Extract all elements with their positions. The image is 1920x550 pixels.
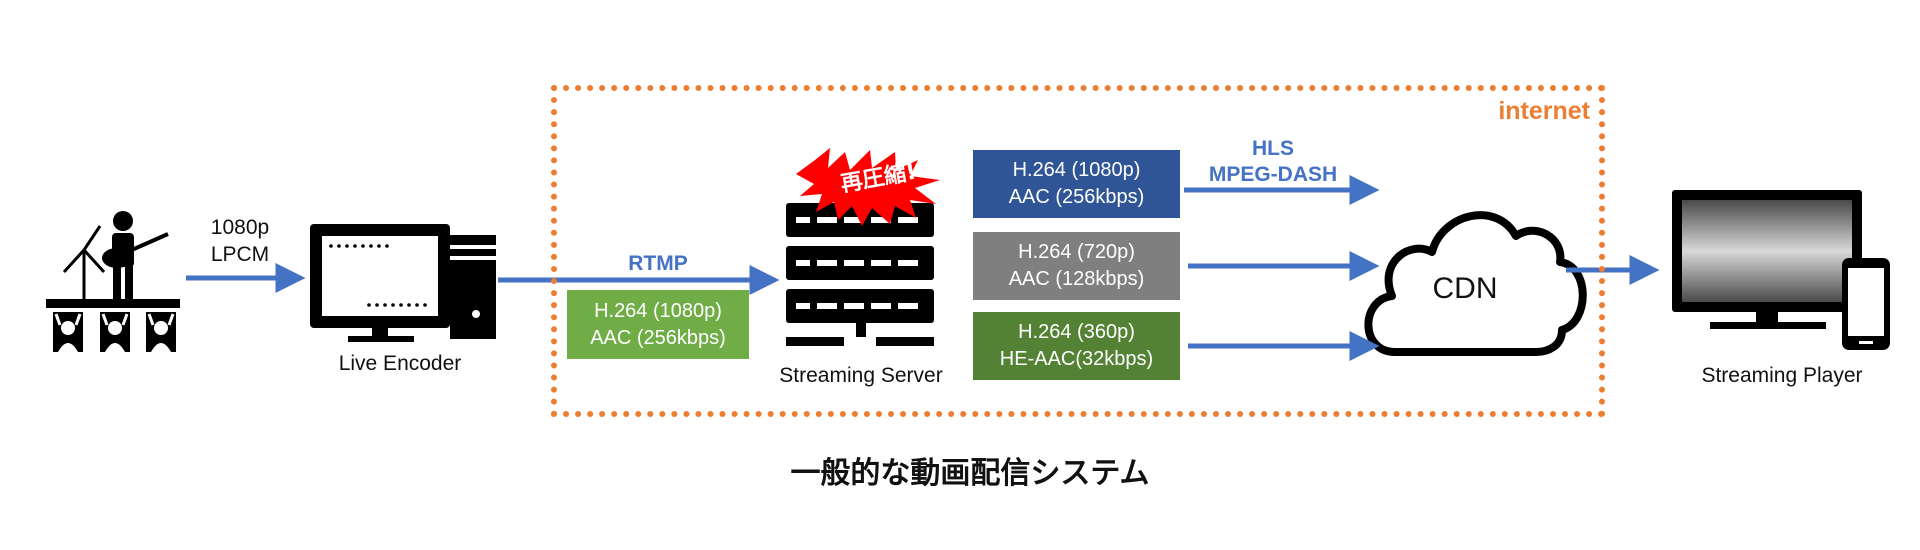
input-format-label: 1080p LPCM [190,214,290,268]
rendition-audio: AAC (256kbps) [1008,186,1145,208]
ingest-format-box: H.264 (1080p) AAC (256kbps) [567,290,749,359]
input-resolution: 1080p [210,216,270,239]
recompress-burst-icon [796,148,940,226]
cdn-label: CDN [1432,272,1498,305]
input-audio: LPCM [210,243,270,266]
rendition-video: H.264 (720p) [1018,241,1135,263]
ingest-audio: AAC (256kbps) [590,326,726,349]
ingest-video: H.264 (1080p) [594,299,722,322]
rtmp-label: RTMP [628,252,688,275]
protocol-hls: HLS [1252,137,1294,160]
rendition-video: H.264 (1080p) [1012,159,1141,181]
cloud-icon [1364,211,1587,356]
player-label: Streaming Player [1701,364,1863,387]
live-performance-icon [46,211,180,352]
rendition-video: H.264 (360p) [1018,321,1135,343]
player-device-icon [1672,190,1890,350]
rendition-box-1080p: H.264 (1080p) AAC (256kbps) [973,150,1180,218]
computer-icon [310,224,496,342]
rendition-box-360p: H.264 (360p) HE-AAC(32kbps) [973,312,1180,380]
flow-arrows [186,175,1660,361]
internet-label: internet [1498,97,1590,125]
protocol-label: HLS MPEG-DASH [1188,136,1358,188]
rendition-box-720p: H.264 (720p) AAC (128kbps) [973,232,1180,300]
server-icon [786,203,934,346]
encoder-label: Live Encoder [338,352,462,375]
rendition-audio: AAC (128kbps) [1008,268,1145,290]
diagram-caption: 一般的な動画配信システム [790,456,1150,491]
rendition-audio: HE-AAC(32kbps) [999,348,1154,370]
server-label: Streaming Server [779,364,943,387]
internet-boundary [551,85,1605,417]
protocol-dash: MPEG-DASH [1208,163,1338,186]
